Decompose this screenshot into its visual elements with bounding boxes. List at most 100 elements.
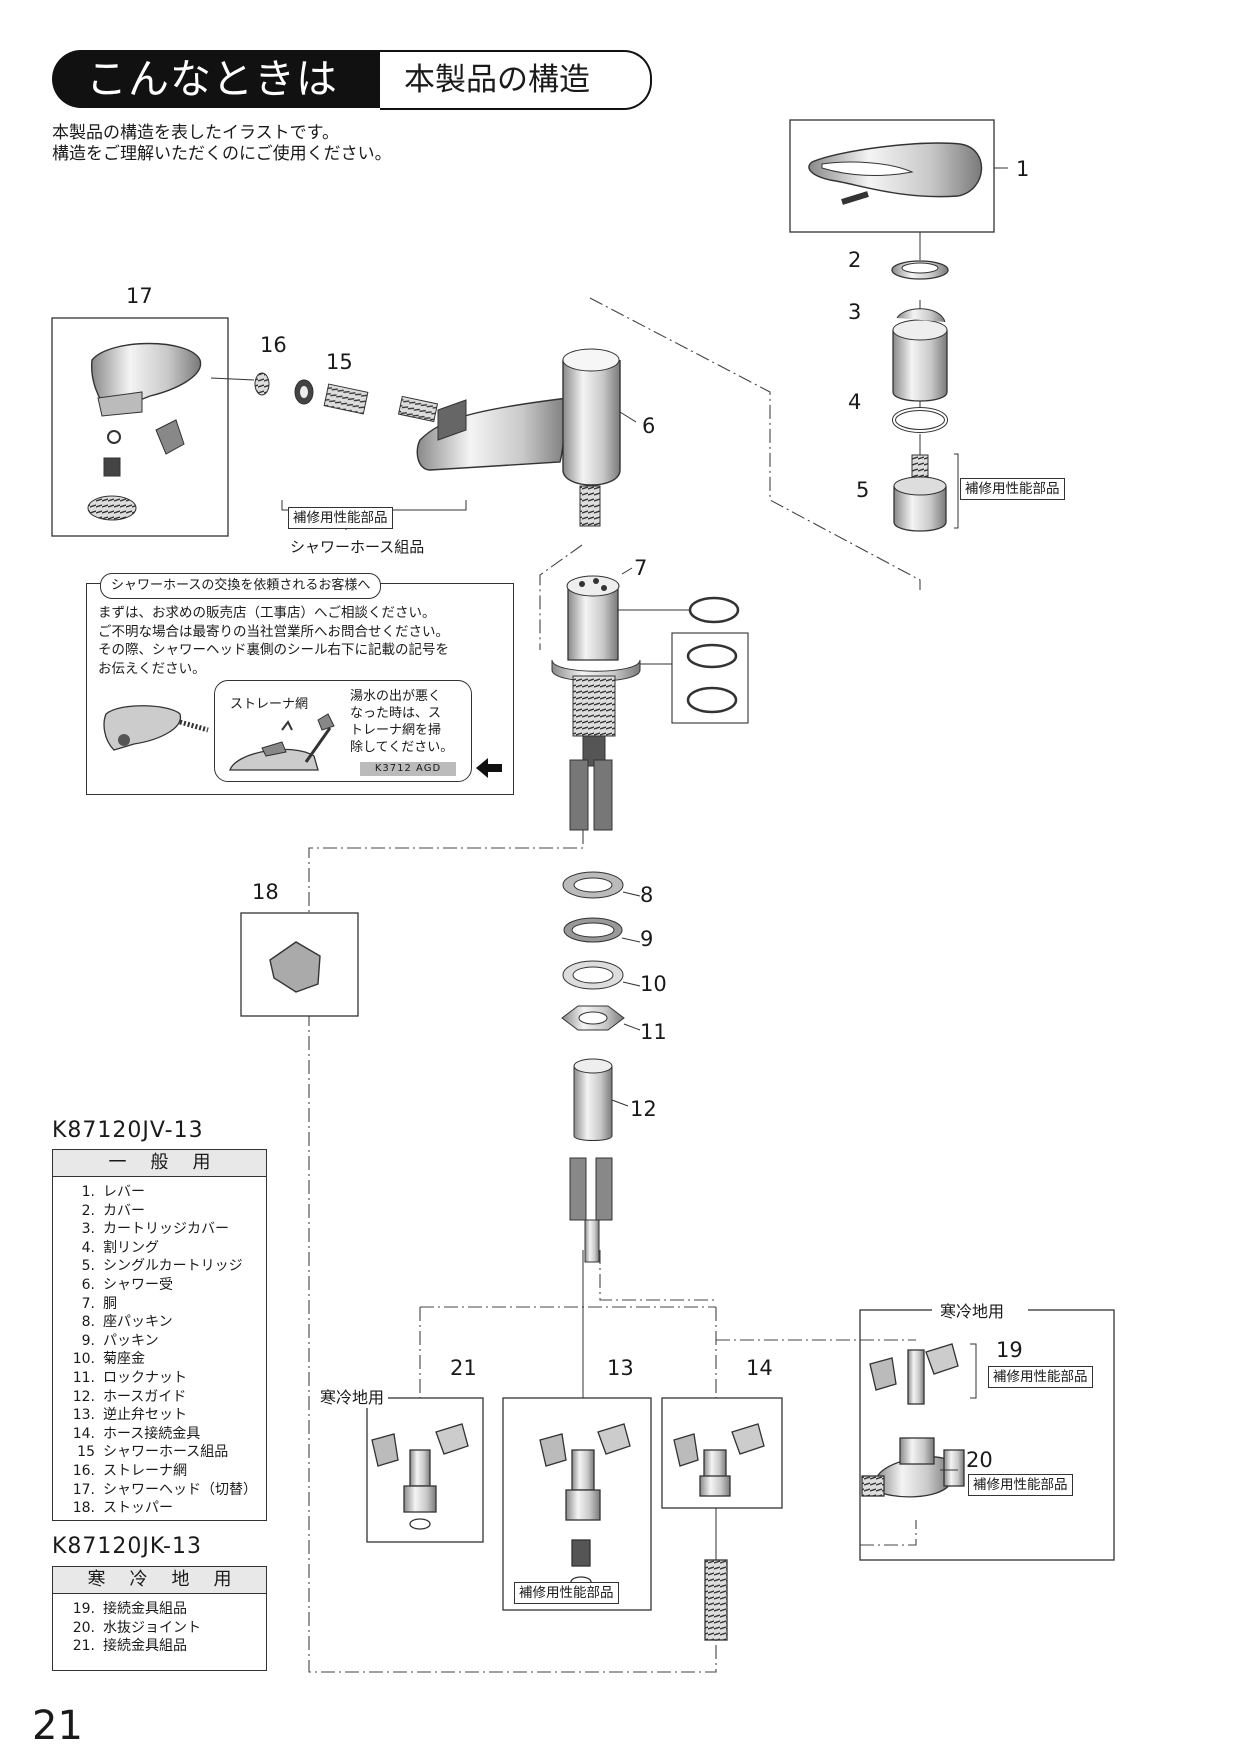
part-label-18: 18 bbox=[252, 880, 279, 904]
parts-list-item: 4. 割リング bbox=[53, 1239, 266, 1258]
part-number: 12. bbox=[72, 1388, 95, 1405]
repair-part-tag: 補修用性能部品 bbox=[968, 1474, 1073, 1496]
parts-list-item: 18. ストッパー bbox=[53, 1499, 266, 1518]
parts-list-item: 21. 接続金具組品 bbox=[53, 1637, 266, 1656]
part-number: 8. bbox=[81, 1314, 95, 1331]
part-label-7: 7 bbox=[634, 556, 648, 580]
cold-region-label: 寒冷地用 bbox=[320, 1384, 389, 1408]
part-number: 7. bbox=[81, 1295, 95, 1312]
parts-list-item: 15 シャワーホース組品 bbox=[53, 1443, 266, 1462]
part-name: シングルカートリッジ bbox=[103, 1258, 243, 1275]
part-label-6: 6 bbox=[642, 414, 656, 438]
part-name: カバー bbox=[103, 1202, 145, 1219]
part-label-19: 19 bbox=[996, 1338, 1023, 1362]
part-label-15: 15 bbox=[326, 350, 353, 374]
part-number: 1. bbox=[81, 1184, 95, 1200]
parts-list-item: 19.接続金具組品 bbox=[53, 1600, 266, 1619]
part-name: 割リング bbox=[103, 1239, 159, 1256]
part-number: 18. bbox=[72, 1500, 95, 1517]
parts-list-item: 10. 菊座金 bbox=[53, 1350, 266, 1369]
part-number: 11. bbox=[72, 1369, 95, 1386]
part-name: 水抜ジョイント bbox=[103, 1619, 201, 1636]
arrow-left-icon bbox=[476, 758, 502, 778]
parts-list-item: 5. シングルカートリッジ bbox=[53, 1257, 266, 1276]
part-label-8: 8 bbox=[640, 883, 654, 907]
part-number: 5. bbox=[81, 1258, 95, 1275]
parts-list-item: 2. カバー bbox=[53, 1202, 266, 1221]
repair-part-tag: 補修用性能部品 bbox=[288, 507, 393, 529]
part-label-5: 5 bbox=[856, 478, 870, 502]
part-name: ホースガイド bbox=[103, 1388, 187, 1405]
strainer-cleaning-illustration bbox=[229, 713, 335, 771]
section-label: こんなときは bbox=[52, 50, 388, 108]
page-title-box: 本製品の構造 bbox=[380, 50, 652, 110]
part-label-16: 16 bbox=[260, 333, 287, 357]
part-name: ストッパー bbox=[103, 1500, 173, 1517]
parts-list-item: 14.ホース接続金具 bbox=[53, 1425, 266, 1444]
part-name: シャワーヘッド（切替） bbox=[103, 1481, 257, 1498]
notice-title: シャワーホースの交換を依頼されるお客様へ bbox=[100, 573, 382, 599]
parts-list-item: 3.カートリッジカバー bbox=[53, 1220, 266, 1239]
part-number: 4. bbox=[81, 1239, 95, 1256]
part-label-3: 3 bbox=[848, 300, 862, 324]
part-number: 3. bbox=[81, 1221, 95, 1238]
parts-list-item: 13. 逆止弁セット bbox=[53, 1406, 266, 1425]
part-number: 17. bbox=[72, 1481, 95, 1498]
part-number: 21. bbox=[72, 1638, 95, 1655]
general-parts-heading: 一般用 bbox=[53, 1150, 266, 1177]
shower-hose-set-label: シャワーホース組品 bbox=[290, 538, 425, 556]
part-number: 10. bbox=[72, 1351, 95, 1368]
parts-list-item: 6.シャワー受 bbox=[53, 1276, 266, 1295]
part-number: 13. bbox=[72, 1407, 95, 1424]
part-number: 16. bbox=[72, 1462, 95, 1479]
page-title: 本製品の構造 bbox=[404, 62, 590, 98]
part-number: 14. bbox=[72, 1425, 95, 1442]
part-number: 20. bbox=[72, 1619, 95, 1636]
part-name: 接続金具組品 bbox=[103, 1601, 187, 1617]
page-number: 21 bbox=[32, 1703, 83, 1749]
part-name: ストレーナ網 bbox=[103, 1462, 187, 1479]
repair-part-tag: 補修用性能部品 bbox=[960, 478, 1065, 500]
intro-line: 構造をご理解いただくのにご使用ください。 bbox=[52, 144, 392, 164]
parts-list-item: 1. レバー bbox=[53, 1183, 266, 1202]
part-name: シャワー受 bbox=[103, 1276, 173, 1293]
part-name: 接続金具組品 bbox=[103, 1638, 187, 1655]
part-name: レバー bbox=[103, 1184, 145, 1200]
parts-list-item: 8.座パッキン bbox=[53, 1313, 266, 1332]
part-name: 逆止弁セット bbox=[103, 1407, 187, 1424]
part-label-13: 13 bbox=[607, 1356, 634, 1380]
part-name: 胴 bbox=[103, 1295, 117, 1312]
strainer-instruction: 湯水の出が悪く なった時は、ス トレーナ網を掃 除してください。 bbox=[350, 689, 454, 755]
parts-list-item: 7. 胴 bbox=[53, 1295, 266, 1314]
parts-list-item: 16. ストレーナ網 bbox=[53, 1462, 266, 1481]
part-name: 菊座金 bbox=[103, 1351, 145, 1368]
cold-parts-heading: 寒冷地用 bbox=[53, 1567, 266, 1594]
intro-line: 本製品の構造を表したイラストです。 bbox=[52, 123, 339, 143]
part-label-9: 9 bbox=[640, 927, 654, 951]
parts-list-item: 9.パッキン bbox=[53, 1332, 266, 1351]
notice-body: まずは、お求めの販売店（工事店）へご相談ください。 ご不明な場合は最寄りの当社営… bbox=[98, 605, 449, 677]
part-label-17: 17 bbox=[126, 284, 153, 308]
parts-list-item: 11.ロックナット bbox=[53, 1369, 266, 1388]
part-label-21: 21 bbox=[450, 1356, 477, 1380]
cold-model-number: K87120JK-13 bbox=[52, 1534, 202, 1559]
repair-part-tag: 補修用性能部品 bbox=[988, 1366, 1093, 1388]
part-label-2: 2 bbox=[848, 248, 862, 272]
repair-part-tag: 補修用性能部品 bbox=[514, 1582, 619, 1604]
parts-list-item: 17. シャワーヘッド（切替） bbox=[53, 1481, 266, 1500]
parts-list-item: 20. 水抜ジョイント bbox=[53, 1619, 266, 1638]
part-label-14: 14 bbox=[746, 1356, 773, 1380]
general-model-number: K87120JV-13 bbox=[52, 1118, 204, 1143]
model-code: K3712 AGD bbox=[360, 762, 456, 776]
part-number: 2. bbox=[81, 1202, 95, 1219]
part-number: 15 bbox=[77, 1444, 95, 1461]
part-name: シャワーホース組品 bbox=[103, 1444, 229, 1461]
part-label-1: 1 bbox=[1016, 157, 1030, 181]
part-label-20: 20 bbox=[966, 1448, 993, 1472]
part-name: パッキン bbox=[103, 1332, 159, 1349]
parts-list-item: 12. ホースガイド bbox=[53, 1388, 266, 1407]
